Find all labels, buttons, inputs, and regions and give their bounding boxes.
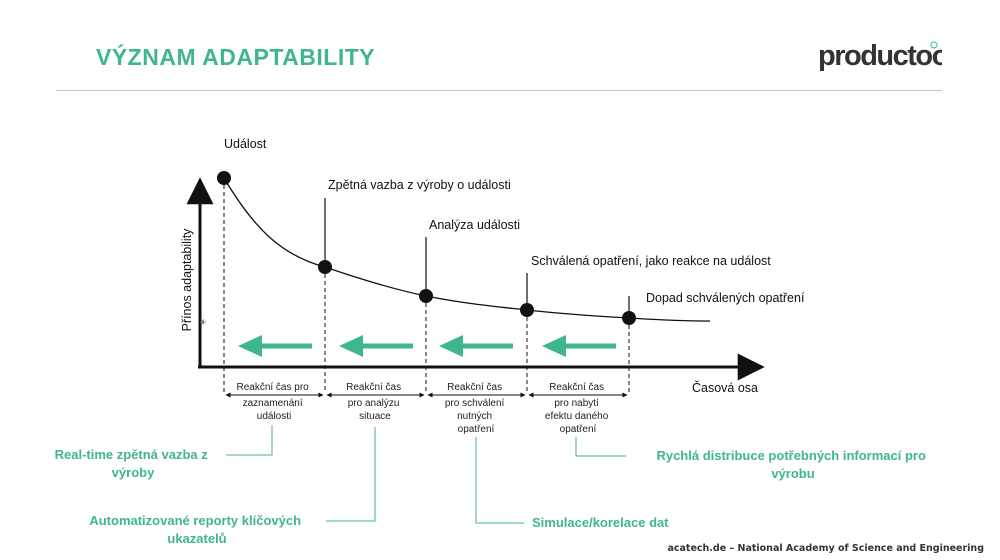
event-dot [622,311,636,325]
source-footer: acatech.de – National Academy of Science… [667,543,984,554]
callout-connector [226,425,273,456]
callout-automated-reports: Automatizované reporty klíčových ukazate… [89,513,304,546]
reverse-arrows [238,335,616,357]
event-label: Schválená opatření, jako reakce na událo… [531,254,771,268]
productoo-logo: productoo [818,40,942,72]
adaptability-curve [223,177,711,322]
event-label: Událost [224,137,267,151]
callout-connector [475,437,524,524]
registered-mark-icon [930,41,938,49]
event-dot [419,289,433,303]
callout-simulation: Simulace/korelace dat [532,515,669,530]
event-label: Zpětná vazba z výroby o události [328,178,511,192]
event-dot [520,303,534,317]
logo-wordmark: productoo [818,40,942,72]
event-label: Dopad schválených opatření [646,291,805,305]
callout-fast-distribution: Rychlá distribuce potřebných informací p… [656,448,929,481]
interval-label: Reakční čas pro zaznamenání události [236,382,311,422]
event-dot [217,171,231,185]
green-left-arrow-head-icon [439,335,463,357]
page-title: VÝZNAM ADAPTABILITY [96,44,376,70]
y-axis-label: Přínos adaptability [180,228,194,332]
header-divider [56,90,942,91]
event-label: Analýza události [429,218,520,232]
y-axis-small-arrow-head-icon [200,319,204,325]
callout-connector [575,437,626,457]
green-left-arrow-head-icon [542,335,566,357]
green-left-arrow-head-icon [339,335,363,357]
callout-realtime-feedback: Real-time zpětná vazba z výroby [55,447,212,480]
green-left-arrow-head-icon [238,335,262,357]
x-axis-label: Časová osa [692,380,758,395]
interval-label: Reakční čas pro analýzu situace [346,382,404,422]
callout-connectors [226,425,626,524]
callout-connector [326,427,376,522]
interval-label: Reakční čas pro schválení nutných opatře… [445,382,507,435]
event-dot [318,260,332,274]
interval-label: Reakční čas pro nabytí efektu daného opa… [545,382,611,435]
